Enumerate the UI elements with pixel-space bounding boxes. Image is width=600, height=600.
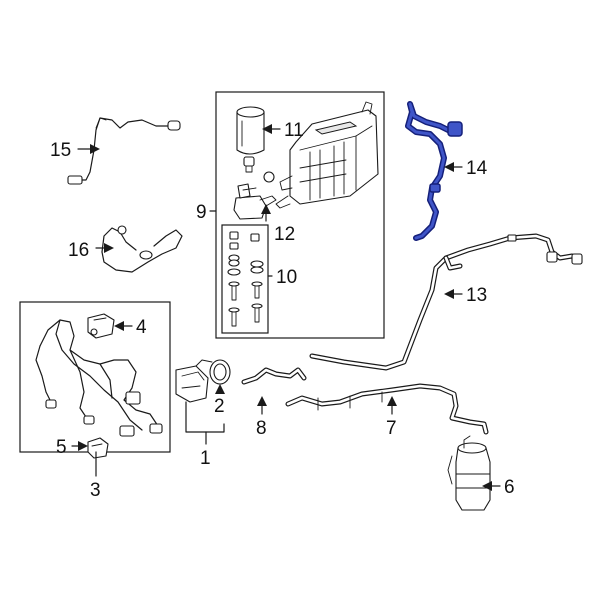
- part-4-sensor[interactable]: [87, 313, 115, 339]
- part-13-tube[interactable]: [309, 233, 583, 371]
- part-1-pump[interactable]: [175, 359, 213, 403]
- callout-6: 6: [504, 477, 515, 498]
- callout-13: 13: [466, 285, 487, 306]
- callout-9: 9: [196, 202, 207, 223]
- callout-2: 2: [214, 396, 225, 417]
- callout-14: 14: [466, 158, 488, 179]
- part-6-filter[interactable]: [447, 435, 491, 511]
- callout-15: 15: [50, 140, 71, 161]
- callout-7: 7: [386, 418, 397, 439]
- part-7-tube[interactable]: [285, 383, 489, 435]
- part-12-purge-valve[interactable]: [233, 183, 277, 220]
- part-16-oxygen-sensor[interactable]: [101, 225, 183, 273]
- part-3-harness[interactable]: [35, 319, 163, 437]
- part-2-seal[interactable]: [209, 359, 231, 385]
- callout-1: 1: [200, 448, 211, 469]
- callout-10: 10: [276, 267, 297, 288]
- part-15-oxygen-sensor[interactable]: [67, 117, 181, 185]
- canister-group-box: [215, 91, 385, 339]
- callout-11: 11: [284, 120, 304, 141]
- part-8-tube[interactable]: [241, 367, 307, 385]
- part-10-hardware[interactable]: [227, 231, 264, 327]
- part-5-connector[interactable]: [87, 437, 109, 459]
- part-fitting: [243, 156, 275, 183]
- callout-4: 4: [136, 317, 147, 338]
- hardware-kit-box: [221, 224, 269, 334]
- callout-labels: 15 16 11 9 12 10 14 13 4 5 3 2 1 8 7 6: [50, 120, 515, 501]
- callout-12: 12: [274, 224, 295, 245]
- callout-8: 8: [256, 418, 267, 439]
- part-9-canister[interactable]: [275, 101, 379, 209]
- callout-5: 5: [56, 437, 67, 458]
- leaders: [71, 124, 501, 491]
- callout-16: 16: [68, 240, 89, 261]
- part-11-filter[interactable]: [236, 106, 265, 155]
- callout-3: 3: [90, 480, 101, 501]
- part-14-vapor-hose[interactable]: [405, 101, 463, 241]
